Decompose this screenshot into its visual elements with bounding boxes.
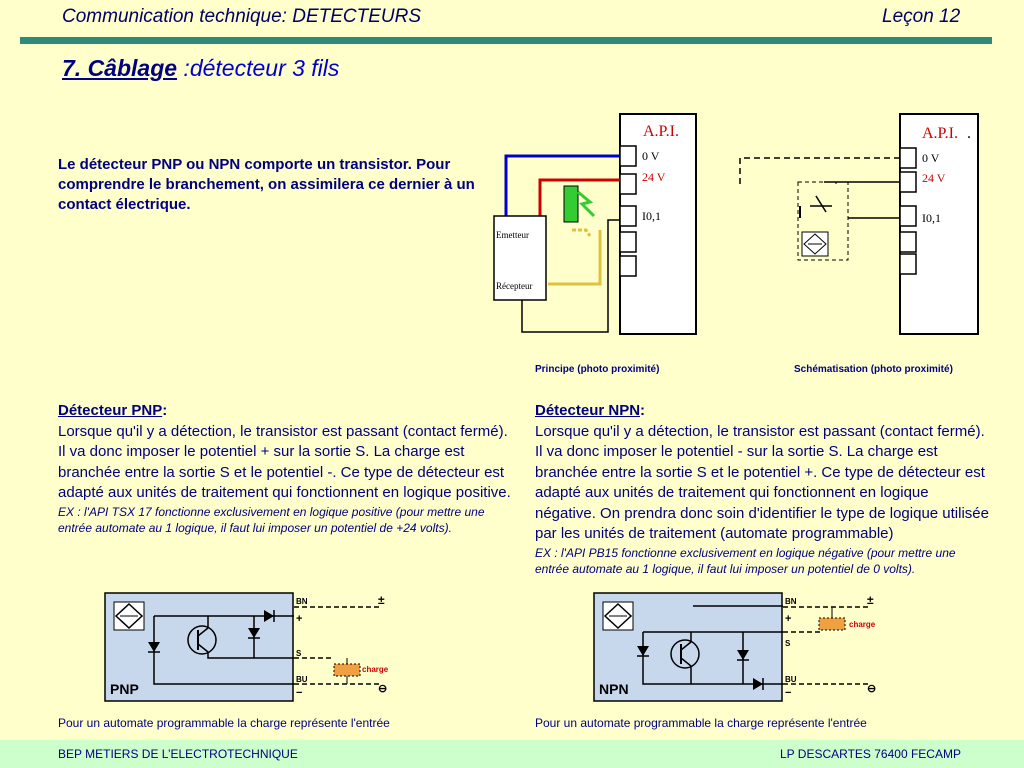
npn-wiring-diagram: NPN BN + S BU − charge ± ⊖ [593,592,876,702]
npn-plus-label: + [785,613,791,625]
pnp-diode-icon [264,610,274,622]
header-rule [20,37,992,44]
pnp-charge-label: charge [362,665,389,674]
pnp-body: Lorsque qu'il y a détection, le transist… [58,422,511,502]
api-label-2: A.P.I. [922,125,958,142]
pnp-caption: Pour un automate programmable la charge … [58,716,390,730]
npn-type-label: NPN [599,681,629,697]
pnp-example: EX : l'API TSX 17 fonctionne exclusiveme… [58,504,485,535]
pnp-supply-minus: ⊖ [378,683,387,695]
npn-heading-colon: : [640,402,646,419]
npn-zener-icon [637,646,649,656]
pnp-s-label: S [296,649,302,658]
npn-charge-label: charge [849,620,876,629]
pnp-zener-icon [148,642,160,652]
yellow-wire [548,230,602,286]
npn-bu-label: BU [785,675,797,684]
npn-column: Détecteur NPN: Lorsque qu'il y a détecti… [535,401,991,577]
pnp-bu-label: BU [296,675,308,684]
pnp-transistor-icon [187,625,217,655]
header-title: Communication technique: DETECTEURS [62,6,422,27]
pnp-heading-colon: : [162,402,168,419]
lesson-number: Leçon 12 [882,6,961,27]
npn-transistor-icon [670,639,700,669]
section-title: 7. Câblage :détecteur 3 fils [62,55,339,82]
npn-sensor-icon [603,602,633,630]
npn-bn-label: BN [785,597,797,606]
section-title-strong: 7. Câblage [62,55,178,81]
pnp-bn-label: BN [296,597,308,606]
blue-wire [504,154,620,220]
npn-supply-plus: ± [867,593,874,607]
api-label: A.P.I. [643,123,679,140]
footer-bar [0,740,1024,768]
pnp-supply-plus: ± [378,593,385,607]
npn-body: Lorsque qu'il y a détection, le transist… [535,422,989,543]
emetteur-label: Emetteur [496,230,529,240]
npn-caption: Pour un automate programmable la charge … [535,716,867,730]
section-title-rest: :détecteur 3 fils [177,55,340,81]
green-beam-icon [563,185,579,223]
pnp-sensor-icon [114,602,144,630]
terminal-i01: I0,1 [642,209,661,223]
pnp-wiring-diagram: PNP BN + S BU − charge ± ⊖ [104,592,389,702]
npn-charge-box [818,617,846,631]
npn-minus-label: − [785,687,791,699]
pnp-minus-label: − [296,687,302,699]
api-label-dot: . [967,125,971,142]
intro-text: Le détecteur PNP ou NPN comporte un tran… [58,156,475,213]
api-principle-diagram: A.P.I. 0 V 24 V I0,1 Emetteur Récepteur [493,113,697,335]
red-wire [538,178,620,220]
npn-heading: Détecteur NPN [535,402,641,419]
pnp-charge-box [333,663,361,677]
caption-schema: Schématisation (photo proximité) [794,364,953,375]
npn-supply-minus: ⊖ [867,683,876,695]
emitter-receiver-box [493,215,547,301]
terminal-0v: 0 V [642,149,660,163]
npn-diode-icon [753,678,763,690]
sensor-box [797,181,849,261]
terminal-24v-2: 24 V [922,171,946,185]
npn-s-label: S [785,639,791,648]
recepteur-label: Récepteur [496,281,532,291]
terminal-i01-2: I0,1 [922,211,941,225]
sensor-icon [803,233,827,255]
footer-left: BEP METIERS DE L’ELECTROTECHNIQUE [58,747,298,761]
terminal-0v-2: 0 V [922,151,940,165]
pnp-column: Détecteur PNP: Lorsque qu'il y a détecti… [58,401,514,536]
caption-principe: Principe (photo proximité) [535,364,660,375]
footer-right: LP DESCARTES 76400 FECAMP [780,747,961,761]
pnp-type-label: PNP [110,681,139,697]
pnp-heading: Détecteur PNP [58,402,163,419]
terminal-24v: 24 V [642,170,666,184]
npn-example: EX : l'API PB15 fonctionne exclusivement… [535,545,956,576]
api-schematic-diagram: A.P.I. . 0 V 24 V I0,1 [739,113,979,335]
pnp-plus-label: + [296,613,302,625]
